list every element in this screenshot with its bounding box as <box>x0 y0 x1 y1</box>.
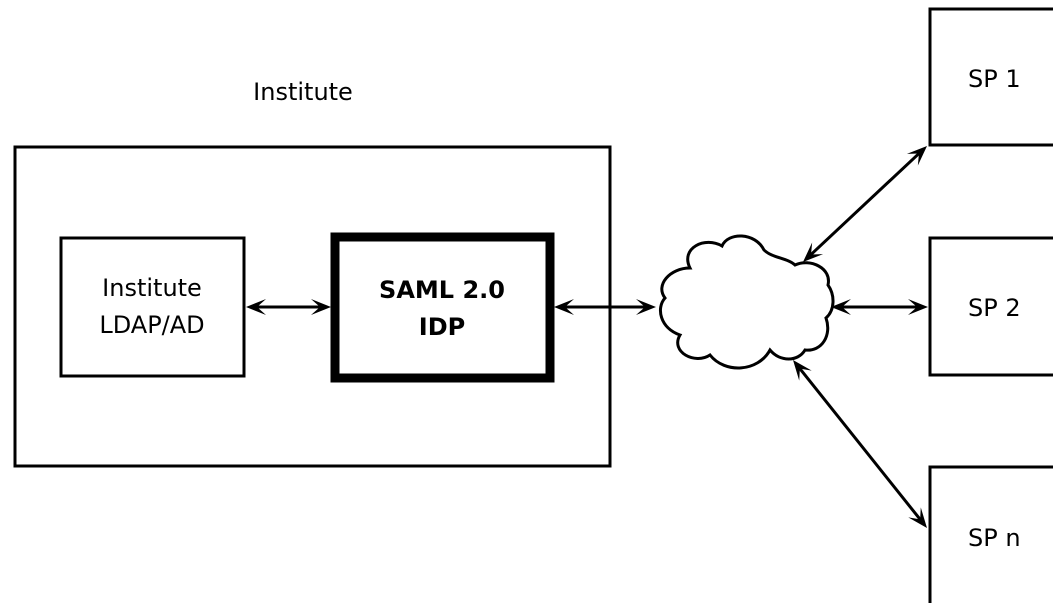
arrow-cloud-spn-head-start <box>793 360 812 381</box>
sp1-label: SP 1 <box>968 65 1021 93</box>
arrow-cloud-spn-line <box>798 366 922 522</box>
connectors <box>246 146 928 528</box>
arrow-cloud-sp2-head-end <box>908 299 928 315</box>
arrow-ldap-idp-head-start <box>246 299 266 315</box>
arrow-idp-cloud-head-start <box>554 299 574 315</box>
arrow-cloud-sp1-head-start <box>803 242 824 262</box>
arrow-cloud-spn-head-end <box>908 507 927 528</box>
ldap-label-line2: LDAP/AD <box>99 311 204 339</box>
ldap-box-frame <box>59 236 246 378</box>
arrow-ldap-idp-head-end <box>311 299 331 315</box>
cloud-icon <box>659 234 835 370</box>
idp-label-line2: IDP <box>419 313 465 341</box>
idp-box: SAML 2.0 IDP <box>330 232 555 383</box>
institute-title: Institute <box>253 78 353 106</box>
arrow-idp-cloud <box>554 299 656 315</box>
arrow-cloud-sp2-head-start <box>831 299 851 315</box>
idp-label-line1: SAML 2.0 <box>379 276 505 304</box>
sp1-box-frame <box>928 7 1053 147</box>
sp2-label: SP 2 <box>968 294 1021 322</box>
arrow-idp-cloud-head-end <box>636 299 656 315</box>
spn-label: SP n <box>968 524 1021 552</box>
arrow-cloud-sp1-line <box>809 151 921 257</box>
idp-box-frame <box>330 232 555 383</box>
sp2-box: SP 2 <box>928 236 1053 377</box>
sp1-box: SP 1 <box>928 7 1053 147</box>
spn-box-frame <box>928 465 1053 603</box>
ldap-label-line1: Institute <box>102 274 202 302</box>
arrow-ldap-idp <box>246 299 331 315</box>
arrow-cloud-sp1-head-end <box>906 146 927 166</box>
ldap-box: Institute LDAP/AD <box>59 236 246 378</box>
arrow-cloud-sp1 <box>803 146 927 262</box>
sp2-box-frame <box>928 236 1053 377</box>
arrow-cloud-sp2 <box>831 299 928 315</box>
spn-box: SP n <box>928 465 1053 603</box>
arrow-cloud-spn <box>793 360 927 528</box>
cloud-outline <box>659 234 835 370</box>
